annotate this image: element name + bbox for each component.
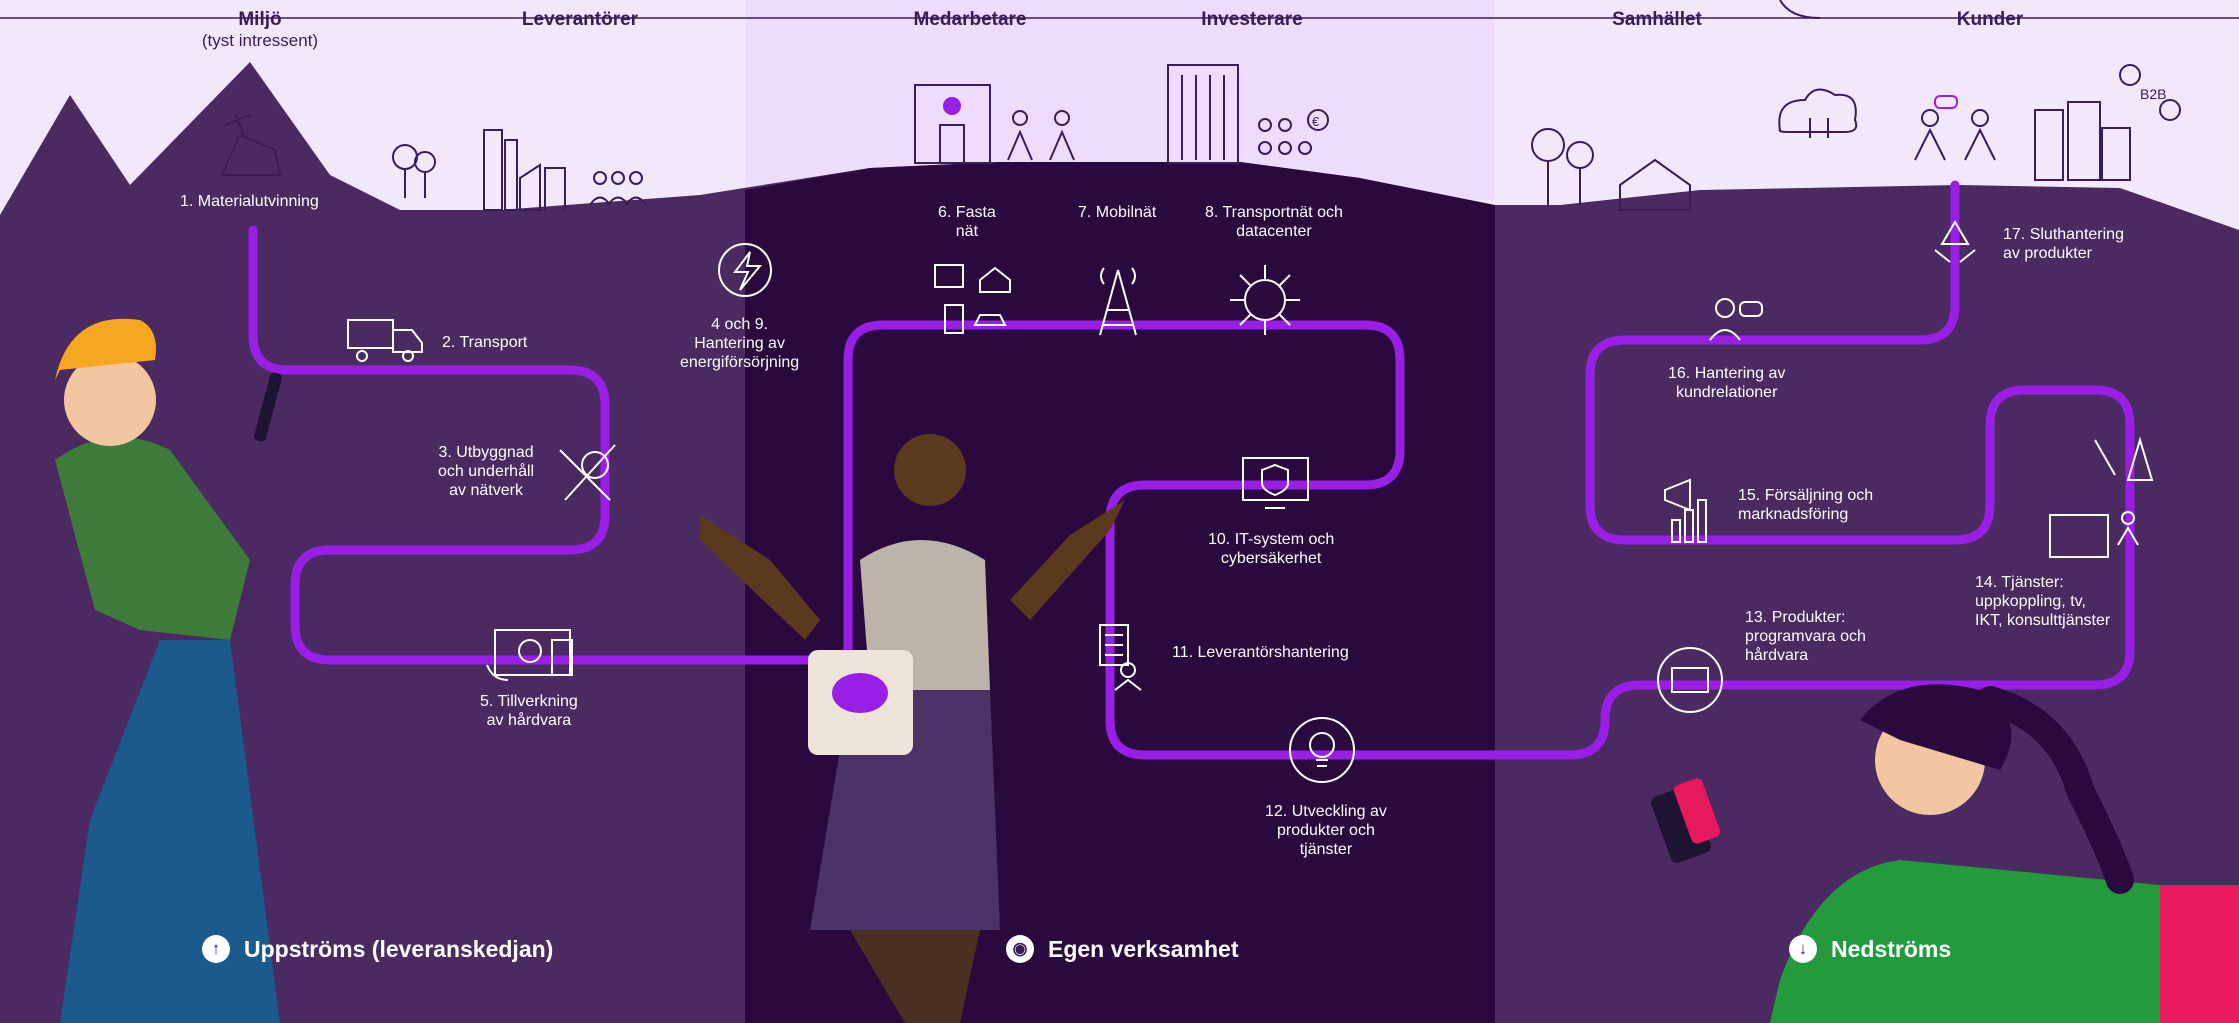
employee-illustration	[700, 434, 1125, 1023]
step-10-label: 10. IT-system och cybersäkerhet	[1208, 531, 1335, 567]
office-building-icon	[914, 84, 991, 164]
stakeholder-label: Miljö	[238, 9, 282, 30]
customers-chat-icon	[1914, 95, 1996, 161]
step-8-label: 8. Transportnät och datacenter	[1205, 204, 1343, 240]
b2b-label: B2B	[2140, 86, 2167, 102]
investors-icon	[1258, 109, 1329, 155]
trees-icon	[392, 144, 436, 198]
city-buildings-icon	[2034, 101, 2131, 181]
section-own-label: Egen verksamhet	[1048, 935, 1239, 962]
step-5-label: 5. Tillverkning av hårdvara	[480, 693, 578, 729]
lightning-icon	[718, 243, 772, 297]
step-7-label: 7. Mobilnät	[1078, 204, 1157, 221]
stakeholder-medarbetare: Medarbetare	[913, 9, 1027, 30]
truck-icon	[347, 319, 423, 362]
workers-group-icon	[589, 171, 647, 206]
wrench-tools-icon	[559, 444, 616, 501]
stakeholder-leverantorer: Leverantörer	[521, 9, 639, 30]
step-11-label: 11. Leverantörshantering	[1172, 644, 1349, 661]
stakeholder-investerare: Investerare	[1201, 9, 1303, 30]
stakeholder-kunder: Kunder	[1956, 9, 2024, 30]
customer-support-icon	[1709, 298, 1763, 341]
step-4-9-label: 4 och 9. Hantering av energiförsörjning	[680, 316, 800, 371]
step-1-label: 1. Materialutvinning	[180, 193, 319, 210]
stakeholder-samhallet: Samhället	[1612, 9, 1702, 30]
trees-house-icon	[1531, 128, 1691, 211]
cloud-icon	[1778, 88, 1858, 138]
employees-icon	[1007, 110, 1075, 161]
stakeholder-miljo: Miljö(tyst intressent)	[202, 9, 318, 51]
section-downstream: ↓ Nedströms	[1789, 935, 1951, 963]
cybersecurity-monitor-icon	[1242, 457, 1309, 509]
arrow-up-icon: ↑	[202, 935, 230, 963]
mobile-tower-icon	[1099, 267, 1137, 336]
arrow-down-icon: ↓	[1789, 935, 1817, 963]
top-arc	[1779, 0, 1821, 19]
euro-label: €	[1312, 114, 1320, 129]
step-2-label: 2. Transport	[442, 334, 528, 351]
hardware-devices-icon	[486, 629, 573, 681]
step-12-label: 12. Utveckling av produkter och tjänster	[1265, 803, 1387, 858]
section-upstream-label: Uppströms (leveranskedjan)	[244, 935, 554, 962]
section-upstream: ↑ Uppströms (leveranskedjan)	[202, 935, 553, 963]
stakeholder-sublabel: (tyst intressent)	[201, 31, 319, 50]
circle-dot-icon: ◉	[1006, 935, 1034, 963]
section-own-operations: ◉ Egen verksamhet	[1006, 935, 1238, 963]
supplier-management-icon	[1099, 624, 1142, 691]
step-14-label: 14. Tjänster: uppkoppling, tv, IKT, kons…	[1975, 574, 2111, 629]
b2b-exchange-icon	[2119, 64, 2181, 121]
datacenter-network-icon	[1230, 265, 1300, 335]
value-chain-path	[248, 180, 2135, 760]
fixed-network-icon	[934, 264, 1011, 334]
worker-illustration	[55, 318, 282, 1023]
step-16-label: 16. Hantering av kundrelationer	[1668, 365, 1786, 401]
section-downstream-label: Nedströms	[1831, 935, 1952, 962]
step-13-label: 13. Produkter: programvara och hårdvara	[1745, 609, 1866, 664]
skyscraper-icon	[1167, 64, 1239, 164]
services-icons-group	[2049, 436, 2154, 558]
megaphone-chart-icon	[1664, 478, 1707, 543]
customer-illustration	[1650, 684, 2239, 1023]
step-6-label: 6. Fasta nät	[938, 204, 996, 240]
lightbulb-cycle-icon	[1289, 717, 1355, 783]
products-cycle-icon	[1657, 647, 1723, 713]
mining-icon	[220, 114, 282, 176]
step-15-label: 15. Försäljning och marknadsföring	[1738, 487, 1874, 523]
step-17-label: 17. Sluthantering av produkter	[2003, 226, 2124, 262]
factory-icon	[483, 129, 566, 211]
step-3-label: 3. Utbyggnad och underhåll av nätverk	[438, 444, 535, 499]
recycle-icon	[1934, 220, 1976, 263]
